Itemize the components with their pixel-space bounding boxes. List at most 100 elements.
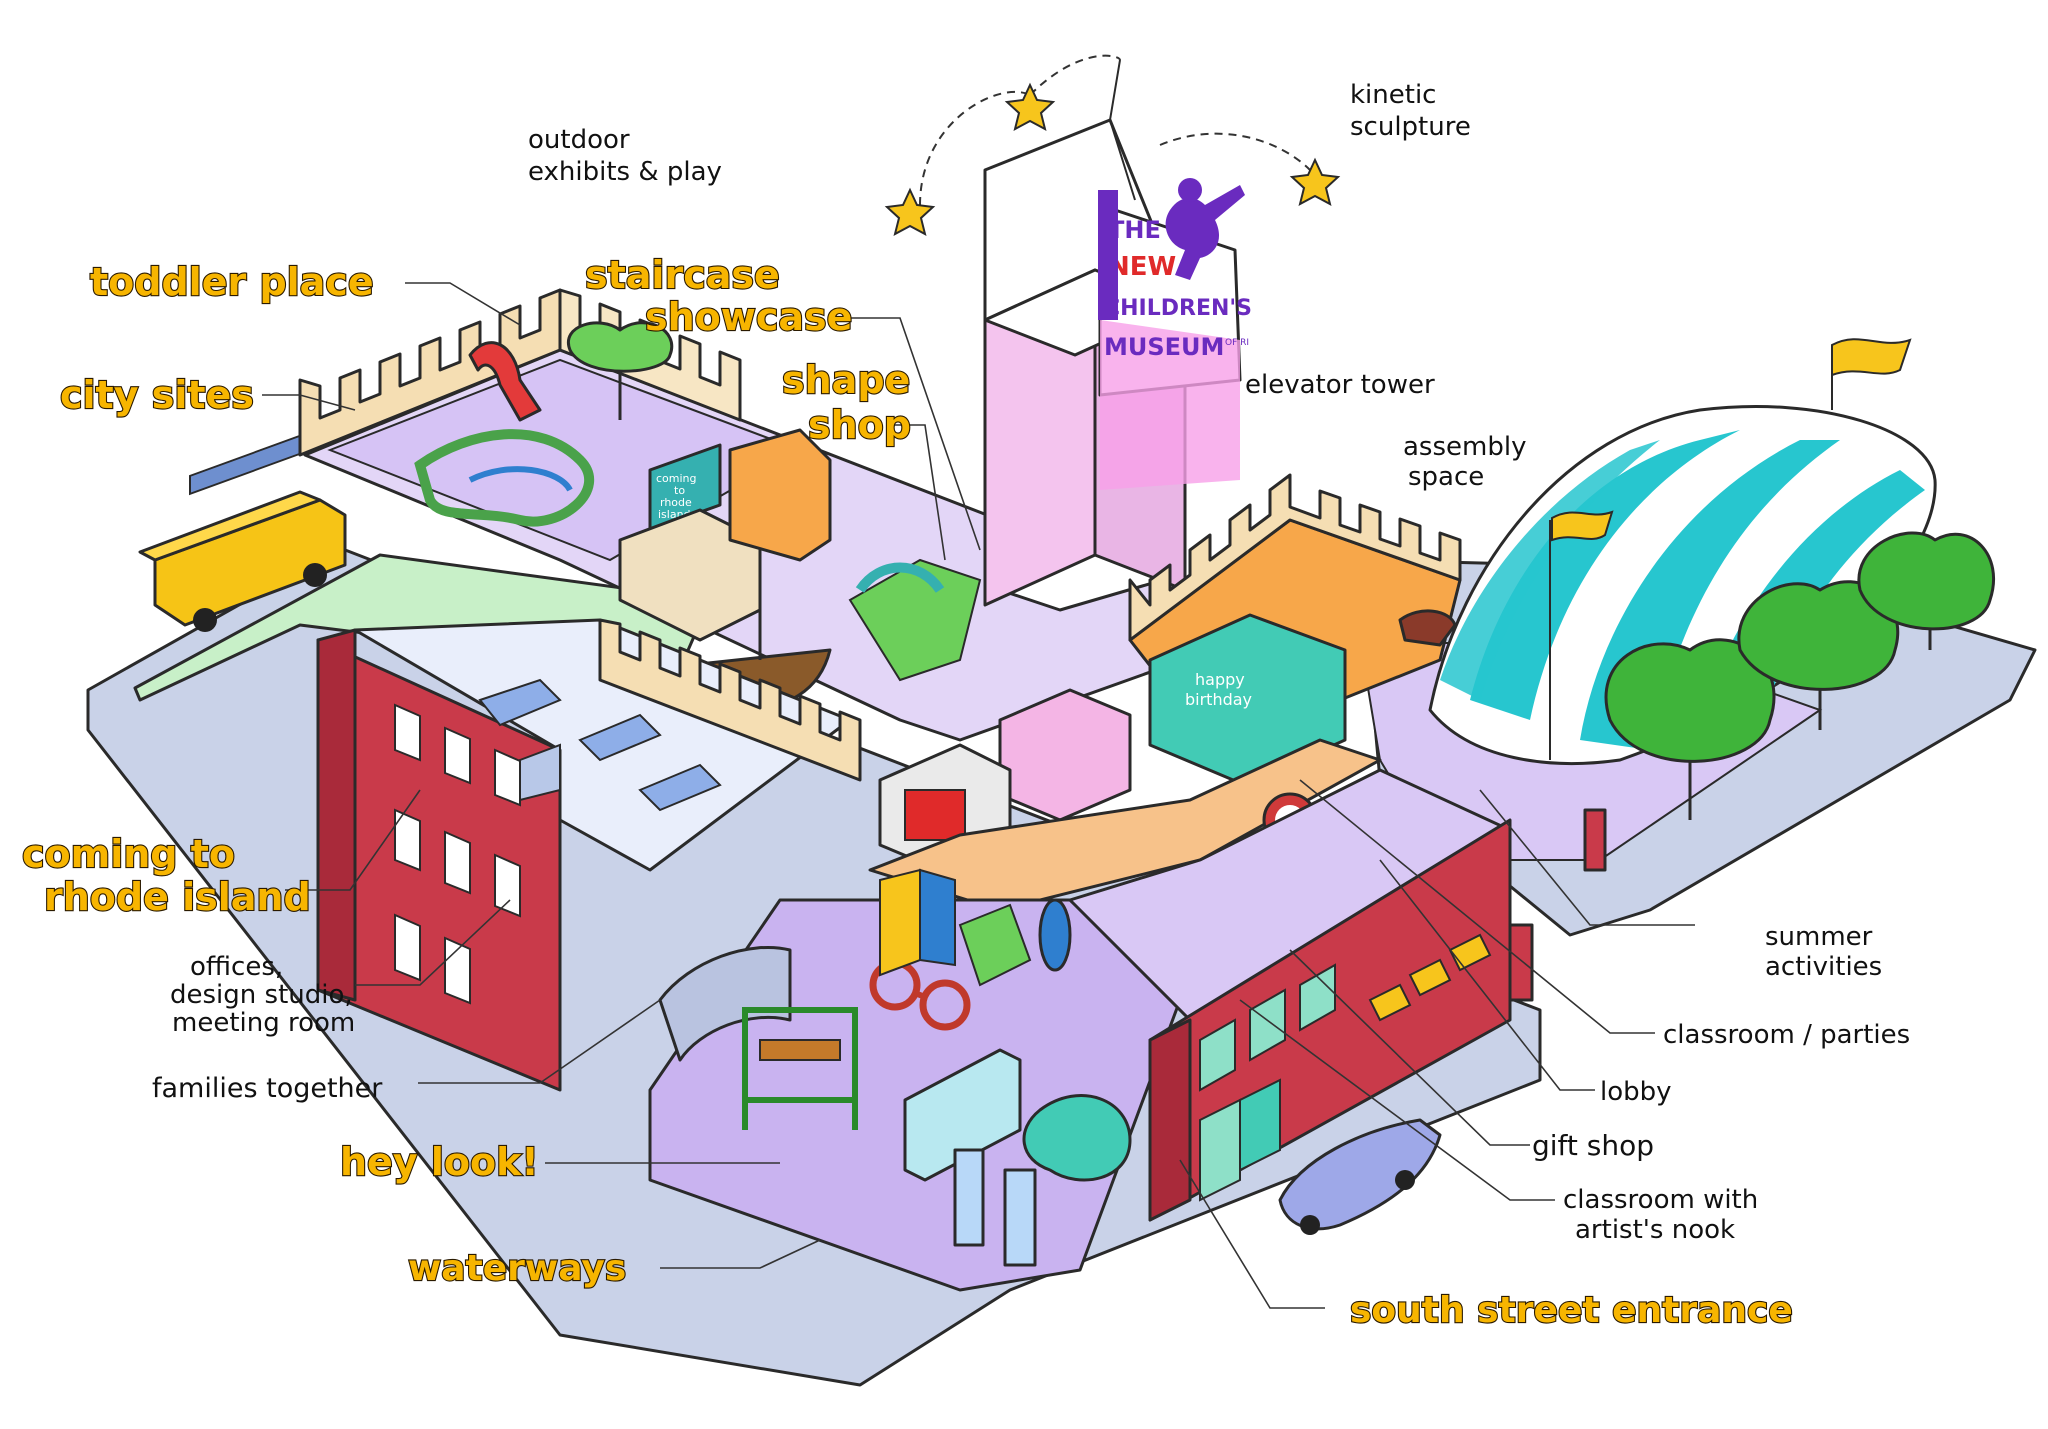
water-column [1003, 1168, 1037, 1267]
building-window [1199, 1018, 1236, 1092]
building-window [1249, 988, 1286, 1062]
coming-sign-line: to [674, 484, 685, 497]
star-icon [884, 187, 936, 236]
water-column [953, 1148, 985, 1247]
car-wheel [1300, 1215, 1320, 1235]
coming-sign-line: rhode [660, 496, 692, 509]
road-loop [414, 429, 595, 527]
giant-figure [1038, 898, 1072, 972]
car [1278, 1118, 1442, 1235]
label-outdoor: outdoor [528, 125, 630, 155]
sign-line: MUSEUM [1104, 333, 1224, 361]
dashed-arc [1159, 132, 1311, 171]
sign-gradient [1100, 320, 1240, 490]
office-cubicles [478, 678, 722, 812]
colored-panel [919, 868, 956, 967]
bus-wheel [193, 608, 217, 632]
label-showcase: showcase [645, 295, 852, 339]
label-south-street: south street entrance [1350, 1290, 1793, 1331]
label-hey-look: hey look! [340, 1140, 539, 1184]
building-windows [394, 703, 521, 1005]
slide [468, 341, 542, 422]
label-design-studio: design studio, [170, 980, 353, 1010]
building-window [1199, 1098, 1241, 1202]
upper-floor: coming to rhode island [298, 288, 1242, 742]
label-lobby: lobby [1600, 1077, 1672, 1107]
label-gift-shop: gift shop [1532, 1129, 1654, 1162]
label-kinetic: kinetic [1350, 80, 1436, 110]
crenellated-wall [1128, 473, 1462, 642]
red-curtain [904, 789, 966, 841]
coming-sign-line: coming [656, 472, 697, 485]
sign-line: CHILDREN'S [1104, 296, 1252, 321]
pillar [1583, 808, 1607, 872]
label-sculpture: sculpture [1350, 112, 1471, 142]
sculpture-cable [1109, 59, 1121, 121]
sign-post [1098, 190, 1118, 320]
stars [884, 54, 1341, 236]
label-staircase: staircase [585, 253, 780, 297]
label-classroom-parties: classroom / parties [1663, 1020, 1910, 1050]
label-activities: activities [1765, 952, 1882, 982]
birthday-sign-line: birthday [1185, 690, 1252, 709]
shape-shop-wall [728, 428, 832, 562]
label-summer: summer [1765, 922, 1873, 952]
sculpture-cable [1109, 119, 1136, 201]
child-figure-icon [1165, 185, 1245, 280]
label-artists-nook: artist's nook [1575, 1215, 1735, 1245]
child-head-icon [1178, 178, 1202, 202]
tent-stripe [1470, 430, 1740, 720]
indoor-tree [566, 321, 674, 420]
birthday-sign-line: happy [1195, 670, 1245, 689]
tree [1857, 531, 1996, 650]
lower-floor [648, 868, 1182, 1292]
label-meeting-room: meeting room [172, 1008, 355, 1038]
dashed-arc [1029, 54, 1121, 96]
crenellated-wall [298, 288, 562, 457]
bold-labels: toddler place staircase showcase city si… [21, 252, 1794, 1332]
stairs-arch [855, 562, 945, 594]
awning [1368, 983, 1412, 1022]
building-door [1239, 1078, 1281, 1172]
sculpture-frame [983, 118, 1187, 320]
sign-suffix: OF RI [1225, 338, 1249, 348]
label-waterways: waterways [408, 1248, 626, 1289]
label-space: space [1408, 462, 1484, 492]
green-stairs [958, 903, 1032, 987]
awning [1408, 958, 1452, 997]
left-brick-building [316, 618, 862, 1092]
colored-panel [879, 868, 921, 977]
label-city-sites: city sites [60, 373, 254, 417]
label-assembly: assembly [1403, 432, 1526, 462]
label-rhode-island: rhode island [44, 875, 311, 919]
flag-icon [1831, 338, 1912, 377]
stone-arch [658, 945, 792, 1062]
label-exhibits-play: exhibits & play [528, 157, 722, 187]
star-icon [1289, 157, 1341, 206]
label-coming-to: coming to [22, 832, 235, 876]
label-offices: offices, [190, 952, 283, 982]
car-wheel [1395, 1170, 1415, 1190]
building-window [1299, 963, 1336, 1032]
brick-edge [1148, 1018, 1192, 1222]
label-shape: shape [782, 358, 910, 402]
trees [1604, 531, 1996, 820]
elevator-tower: THE NEW CHILDREN'S MUSEUM OF RI [983, 59, 1252, 607]
label-classroom-with: classroom with [1563, 1185, 1758, 1215]
sign-line: NEW [1108, 252, 1176, 282]
flag-icon [1551, 510, 1614, 542]
leader-lines [262, 282, 1695, 1309]
hand-labels: outdoor exhibits & play kinetic sculptur… [152, 80, 1910, 1245]
crenellated-wall [598, 618, 862, 782]
bus-roof [138, 490, 322, 562]
climbing-structure [742, 1007, 858, 1130]
star-icon [1004, 82, 1056, 131]
water-table [1022, 1094, 1132, 1182]
piano [1398, 609, 1457, 647]
label-elevator-tower: elevator tower [1245, 370, 1435, 400]
tent-stripe [1440, 440, 1660, 700]
label-families-together: families together [152, 1073, 383, 1104]
birthday-room [1148, 613, 1347, 787]
